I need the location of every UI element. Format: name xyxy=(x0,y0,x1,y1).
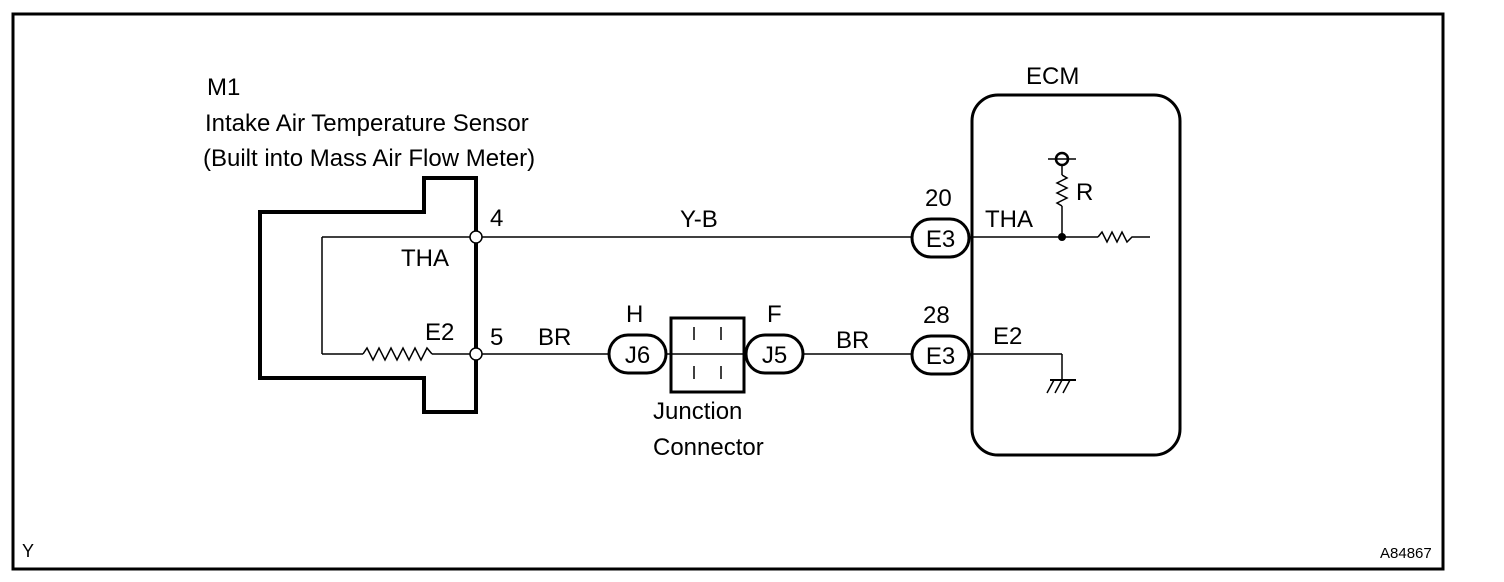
diagram-frame xyxy=(11,12,1445,571)
ecm-resistor-label: R xyxy=(1076,179,1093,206)
wire-tha-color: Y-B xyxy=(680,206,718,233)
sensor-name: Intake Air Temperature Sensor xyxy=(205,110,529,137)
junction-connector-block xyxy=(669,316,746,394)
sensor-pin-tha-name: THA xyxy=(401,245,449,272)
corner-label: Y xyxy=(22,541,34,561)
sensor-pin-tha-number: 4 xyxy=(490,205,503,232)
sensor-pin-e2-name: E2 xyxy=(425,319,454,346)
junction-left-pin: H xyxy=(626,301,643,328)
ecm-tha-pin-number: 20 xyxy=(925,185,952,212)
figure-code: A84867 xyxy=(1380,545,1432,562)
ecm-internal-resistor-icon xyxy=(1097,230,1150,244)
connector-e3-tha-label: E3 xyxy=(926,226,955,253)
connector-j5-label: J5 xyxy=(762,342,787,369)
sensor-pin-e2-number: 5 xyxy=(490,324,503,351)
ecm-pullup-resistor-icon xyxy=(1055,174,1069,207)
ecm-box xyxy=(970,93,1182,457)
ecm-e2-pin-number: 28 xyxy=(923,302,950,329)
ecm-tha-name: THA xyxy=(985,206,1033,233)
sensor-terminal-4-icon xyxy=(469,230,483,244)
connector-e3-e2-label: E3 xyxy=(926,343,955,370)
wire-e2-color-right: BR xyxy=(836,327,869,354)
junction-right-pin: F xyxy=(767,301,782,328)
connector-e3-e2 xyxy=(910,334,971,376)
sensor-note: (Built into Mass Air Flow Meter) xyxy=(203,145,535,172)
ground-icon xyxy=(1046,379,1076,394)
connector-e3-tha xyxy=(910,217,971,259)
ecm-e2-name: E2 xyxy=(993,323,1022,350)
junction-caption-line2: Connector xyxy=(653,434,764,461)
connector-j6-label: J6 xyxy=(625,342,650,369)
sensor-terminal-5-icon xyxy=(469,347,483,361)
sensor-housing xyxy=(258,176,478,414)
sensor-id: M1 xyxy=(207,74,240,101)
thermistor-resistor-icon xyxy=(362,346,433,362)
junction-caption-line1: Junction xyxy=(653,398,742,425)
wire-e2-color-left: BR xyxy=(538,324,571,351)
ecm-title: ECM xyxy=(1026,63,1079,90)
